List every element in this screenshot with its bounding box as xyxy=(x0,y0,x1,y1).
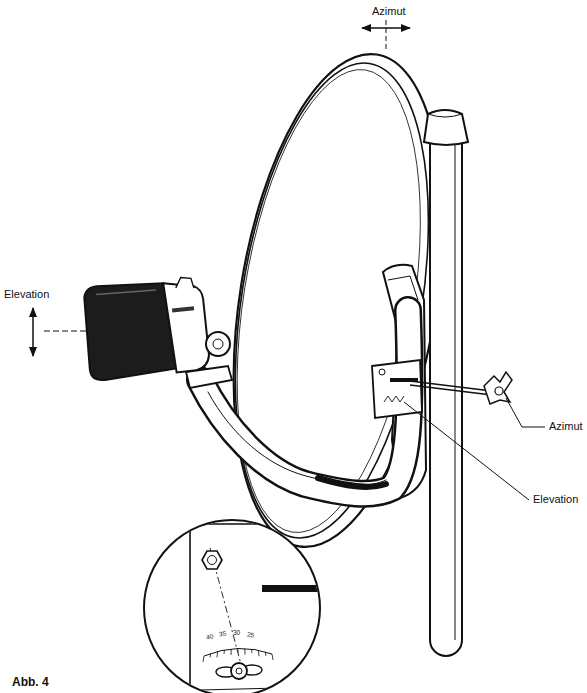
adjustment-label: Azimut xyxy=(549,420,583,433)
figure-caption: Abb. 4 xyxy=(12,676,49,690)
azimut-arrow xyxy=(362,20,410,50)
elevation-arrow xyxy=(33,308,86,356)
detail-inset xyxy=(144,520,332,693)
azimut-clamp xyxy=(410,372,512,404)
scale-number: 40 xyxy=(205,632,214,641)
lnb xyxy=(81,275,210,381)
leader-line xyxy=(404,398,545,500)
elevation-plate xyxy=(372,360,422,418)
scale-number: 25 xyxy=(246,630,254,639)
scale-number: 35 xyxy=(219,630,227,638)
scale-number: 30 xyxy=(233,629,240,636)
adjustment-label: Elevation xyxy=(533,493,578,506)
lnb-holder xyxy=(186,332,232,388)
adjustment-label: Elevation xyxy=(4,288,49,301)
adjustment-label: Azimut xyxy=(372,5,406,18)
